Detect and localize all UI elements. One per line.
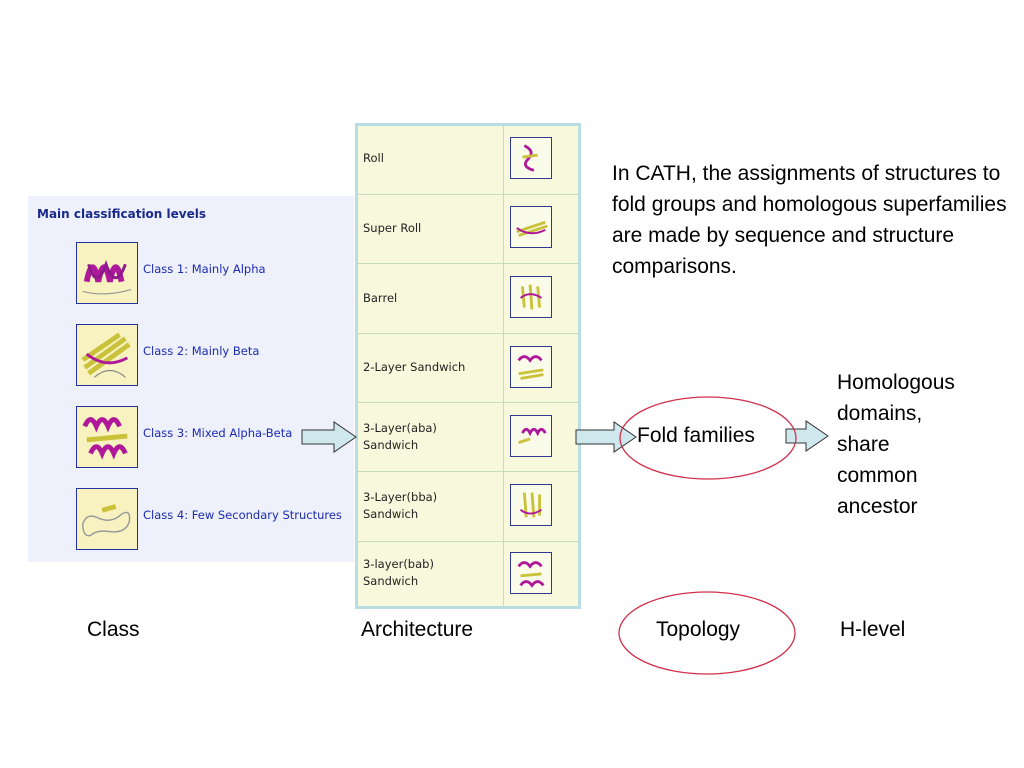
- cath-description: In CATH, the assignments of structures t…: [612, 162, 1007, 278]
- homologous-description: Homologous domains, share common ancesto…: [837, 371, 955, 518]
- architecture-row[interactable]: 2-Layer Sandwich: [358, 334, 578, 403]
- barrel-structure-thumbnail[interactable]: [510, 276, 552, 318]
- class-1-link[interactable]: Class 1: Mainly Alpha: [143, 262, 266, 276]
- architecture-name: 3-layer(bab) Sandwich: [363, 557, 434, 588]
- mixed-alpha-beta-structure-thumbnail[interactable]: [76, 406, 138, 468]
- class-2-link[interactable]: Class 2: Mainly Beta: [143, 344, 260, 358]
- architecture-row[interactable]: 3-Layer(bba) Sandwich: [358, 472, 578, 542]
- architecture-row[interactable]: Super Roll: [358, 195, 578, 264]
- architecture-row[interactable]: 3-layer(bab) Sandwich: [358, 542, 578, 606]
- super-roll-structure-thumbnail[interactable]: [510, 206, 552, 248]
- two-layer-sandwich-structure-thumbnail[interactable]: [510, 346, 552, 388]
- roll-structure-thumbnail[interactable]: [510, 137, 552, 179]
- few-secondary-structures-thumbnail[interactable]: [76, 488, 138, 550]
- class-panel-title: Main classification levels: [37, 207, 206, 221]
- architecture-name: 3-Layer(bba) Sandwich: [363, 490, 438, 521]
- architecture-name: 2-Layer Sandwich: [363, 360, 466, 374]
- architecture-name: Super Roll: [363, 221, 422, 235]
- mainly-beta-structure-thumbnail[interactable]: [76, 324, 138, 386]
- three-layer-aba-sandwich-structure-thumbnail[interactable]: [510, 415, 552, 457]
- architecture-level-label: Architecture: [361, 618, 474, 641]
- architecture-row[interactable]: 3-Layer(aba) Sandwich: [358, 403, 578, 472]
- three-layer-bab-sandwich-structure-thumbnail[interactable]: [510, 552, 552, 594]
- arrow-architecture-to-fold-families: [575, 421, 637, 453]
- class-panel: Main classification levels Class 1: Main…: [28, 196, 354, 562]
- architecture-table: Roll Super Roll Barrel 2-Layer Sandwich …: [355, 123, 581, 609]
- architecture-name: Barrel: [363, 291, 398, 305]
- class-level-label: Class: [87, 618, 140, 641]
- arrow-fold-families-to-homologous: [785, 420, 829, 452]
- topology-level-label: Topology: [656, 618, 741, 641]
- three-layer-bba-sandwich-structure-thumbnail[interactable]: [510, 484, 552, 526]
- architecture-row[interactable]: Barrel: [358, 264, 578, 334]
- h-level-label: H-level: [840, 618, 906, 641]
- architecture-row[interactable]: Roll: [358, 126, 578, 195]
- architecture-name: 3-Layer(aba) Sandwich: [363, 421, 437, 452]
- class-4-link[interactable]: Class 4: Few Secondary Structures: [143, 508, 342, 522]
- architecture-name: Roll: [363, 151, 384, 165]
- class-3-link[interactable]: Class 3: Mixed Alpha-Beta: [143, 426, 293, 440]
- mainly-alpha-structure-thumbnail[interactable]: [76, 242, 138, 304]
- fold-families-label: Fold families: [637, 424, 755, 447]
